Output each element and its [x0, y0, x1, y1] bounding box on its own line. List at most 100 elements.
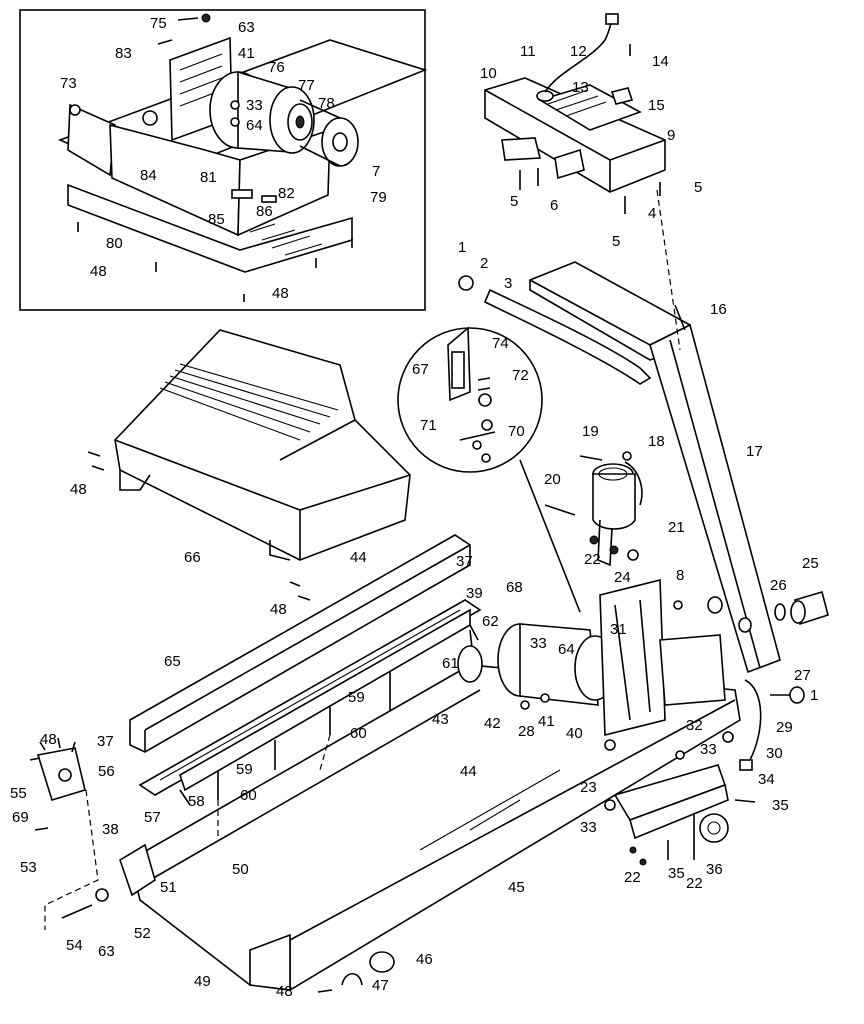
- callout: 79: [370, 189, 387, 206]
- callout: 9: [667, 127, 675, 144]
- callout: 65: [164, 653, 181, 670]
- callout: 56: [98, 763, 115, 780]
- callout: 48: [272, 285, 289, 302]
- callout: 13: [572, 79, 589, 96]
- callout: 40: [566, 725, 583, 742]
- callout: 70: [508, 423, 525, 440]
- callout: 41: [538, 713, 555, 730]
- callout: 48: [40, 731, 57, 748]
- callout: 5: [510, 193, 518, 210]
- callout: 33: [246, 97, 263, 114]
- callout: 2: [480, 255, 488, 272]
- callout: 48: [70, 481, 87, 498]
- callout: 60: [350, 725, 367, 742]
- callout: 36: [706, 861, 723, 878]
- callout: 31: [610, 621, 627, 638]
- motor-hood: [87, 329, 411, 601]
- callout: 45: [508, 879, 525, 896]
- callout: 22: [584, 551, 601, 568]
- callout: 11: [520, 43, 536, 60]
- callout: 60: [240, 787, 257, 804]
- callout: 14: [652, 53, 669, 70]
- callout: 55: [10, 785, 27, 802]
- callout: 48: [270, 601, 287, 618]
- callout: 72: [512, 367, 529, 384]
- callout: 77: [298, 77, 315, 94]
- callout: 64: [246, 117, 263, 134]
- callout: 20: [544, 471, 561, 488]
- callout: 37: [456, 553, 473, 570]
- callout: 29: [776, 719, 793, 736]
- motor-inset: [19, 9, 428, 311]
- callout: 35: [772, 797, 789, 814]
- side-rails: [129, 534, 482, 806]
- callout: 69: [12, 809, 29, 826]
- callout: 62: [482, 613, 499, 630]
- callout: 7: [372, 163, 380, 180]
- callout: 4: [648, 205, 656, 222]
- callout: 63: [98, 943, 115, 960]
- callout: 66: [184, 549, 201, 566]
- callout: 18: [648, 433, 665, 450]
- callout: 53: [20, 859, 37, 876]
- callout: 68: [506, 579, 523, 596]
- callout: 59: [348, 689, 365, 706]
- callout: 41: [238, 45, 255, 62]
- callout: 16: [710, 301, 727, 318]
- callout: 85: [208, 211, 225, 228]
- callout: 64: [558, 641, 575, 658]
- callout: 46: [416, 951, 433, 968]
- callout: 67: [412, 361, 429, 378]
- callout: 76: [268, 59, 285, 76]
- callout: 22: [624, 869, 641, 886]
- callout: 74: [492, 335, 509, 352]
- callout: 5: [694, 179, 702, 196]
- callout: 63: [238, 19, 255, 36]
- callout: 49: [194, 973, 211, 990]
- callout: 34: [758, 771, 775, 788]
- callout: 38: [102, 821, 119, 838]
- callout: 5: [612, 233, 620, 250]
- callout: 80: [106, 235, 123, 252]
- callout: 32: [686, 717, 703, 734]
- callout: 28: [518, 723, 535, 740]
- callout: 22: [686, 875, 703, 892]
- callout: 6: [550, 197, 558, 214]
- callout: 81: [200, 169, 217, 186]
- walking-deck: [29, 578, 829, 993]
- upright-and-handlebar: [458, 189, 781, 674]
- callout: 57: [144, 809, 161, 826]
- callout: 37: [97, 733, 114, 750]
- callout: 50: [232, 861, 249, 878]
- callout: 48: [276, 983, 293, 1000]
- callout: 26: [770, 577, 787, 594]
- console-assembly: [484, 13, 666, 214]
- callout: 71: [420, 417, 437, 434]
- callout: 51: [160, 879, 177, 896]
- callout: 84: [140, 167, 157, 184]
- callout: 43: [432, 711, 449, 728]
- callout: 15: [648, 97, 665, 114]
- callout: 27: [794, 667, 811, 684]
- incline-motor: [544, 451, 643, 567]
- callout: 21: [668, 519, 685, 536]
- callout: 30: [766, 745, 783, 762]
- callout: 10: [480, 65, 497, 82]
- callout: 33: [580, 819, 597, 836]
- callout: 25: [802, 555, 819, 572]
- callout: 59: [236, 761, 253, 778]
- callout: 12: [570, 43, 587, 60]
- callout: 3: [504, 275, 512, 292]
- callout: 58: [188, 793, 205, 810]
- callout: 44: [350, 549, 367, 566]
- callout: 83: [115, 45, 132, 62]
- detail-circle: [397, 326, 581, 613]
- callout: 39: [466, 585, 483, 602]
- callout: 75: [150, 15, 167, 32]
- callout: 1: [810, 687, 818, 704]
- callout: 48: [90, 263, 107, 280]
- callout: 61: [442, 655, 459, 672]
- callout: 52: [134, 925, 151, 942]
- callout: 19: [582, 423, 599, 440]
